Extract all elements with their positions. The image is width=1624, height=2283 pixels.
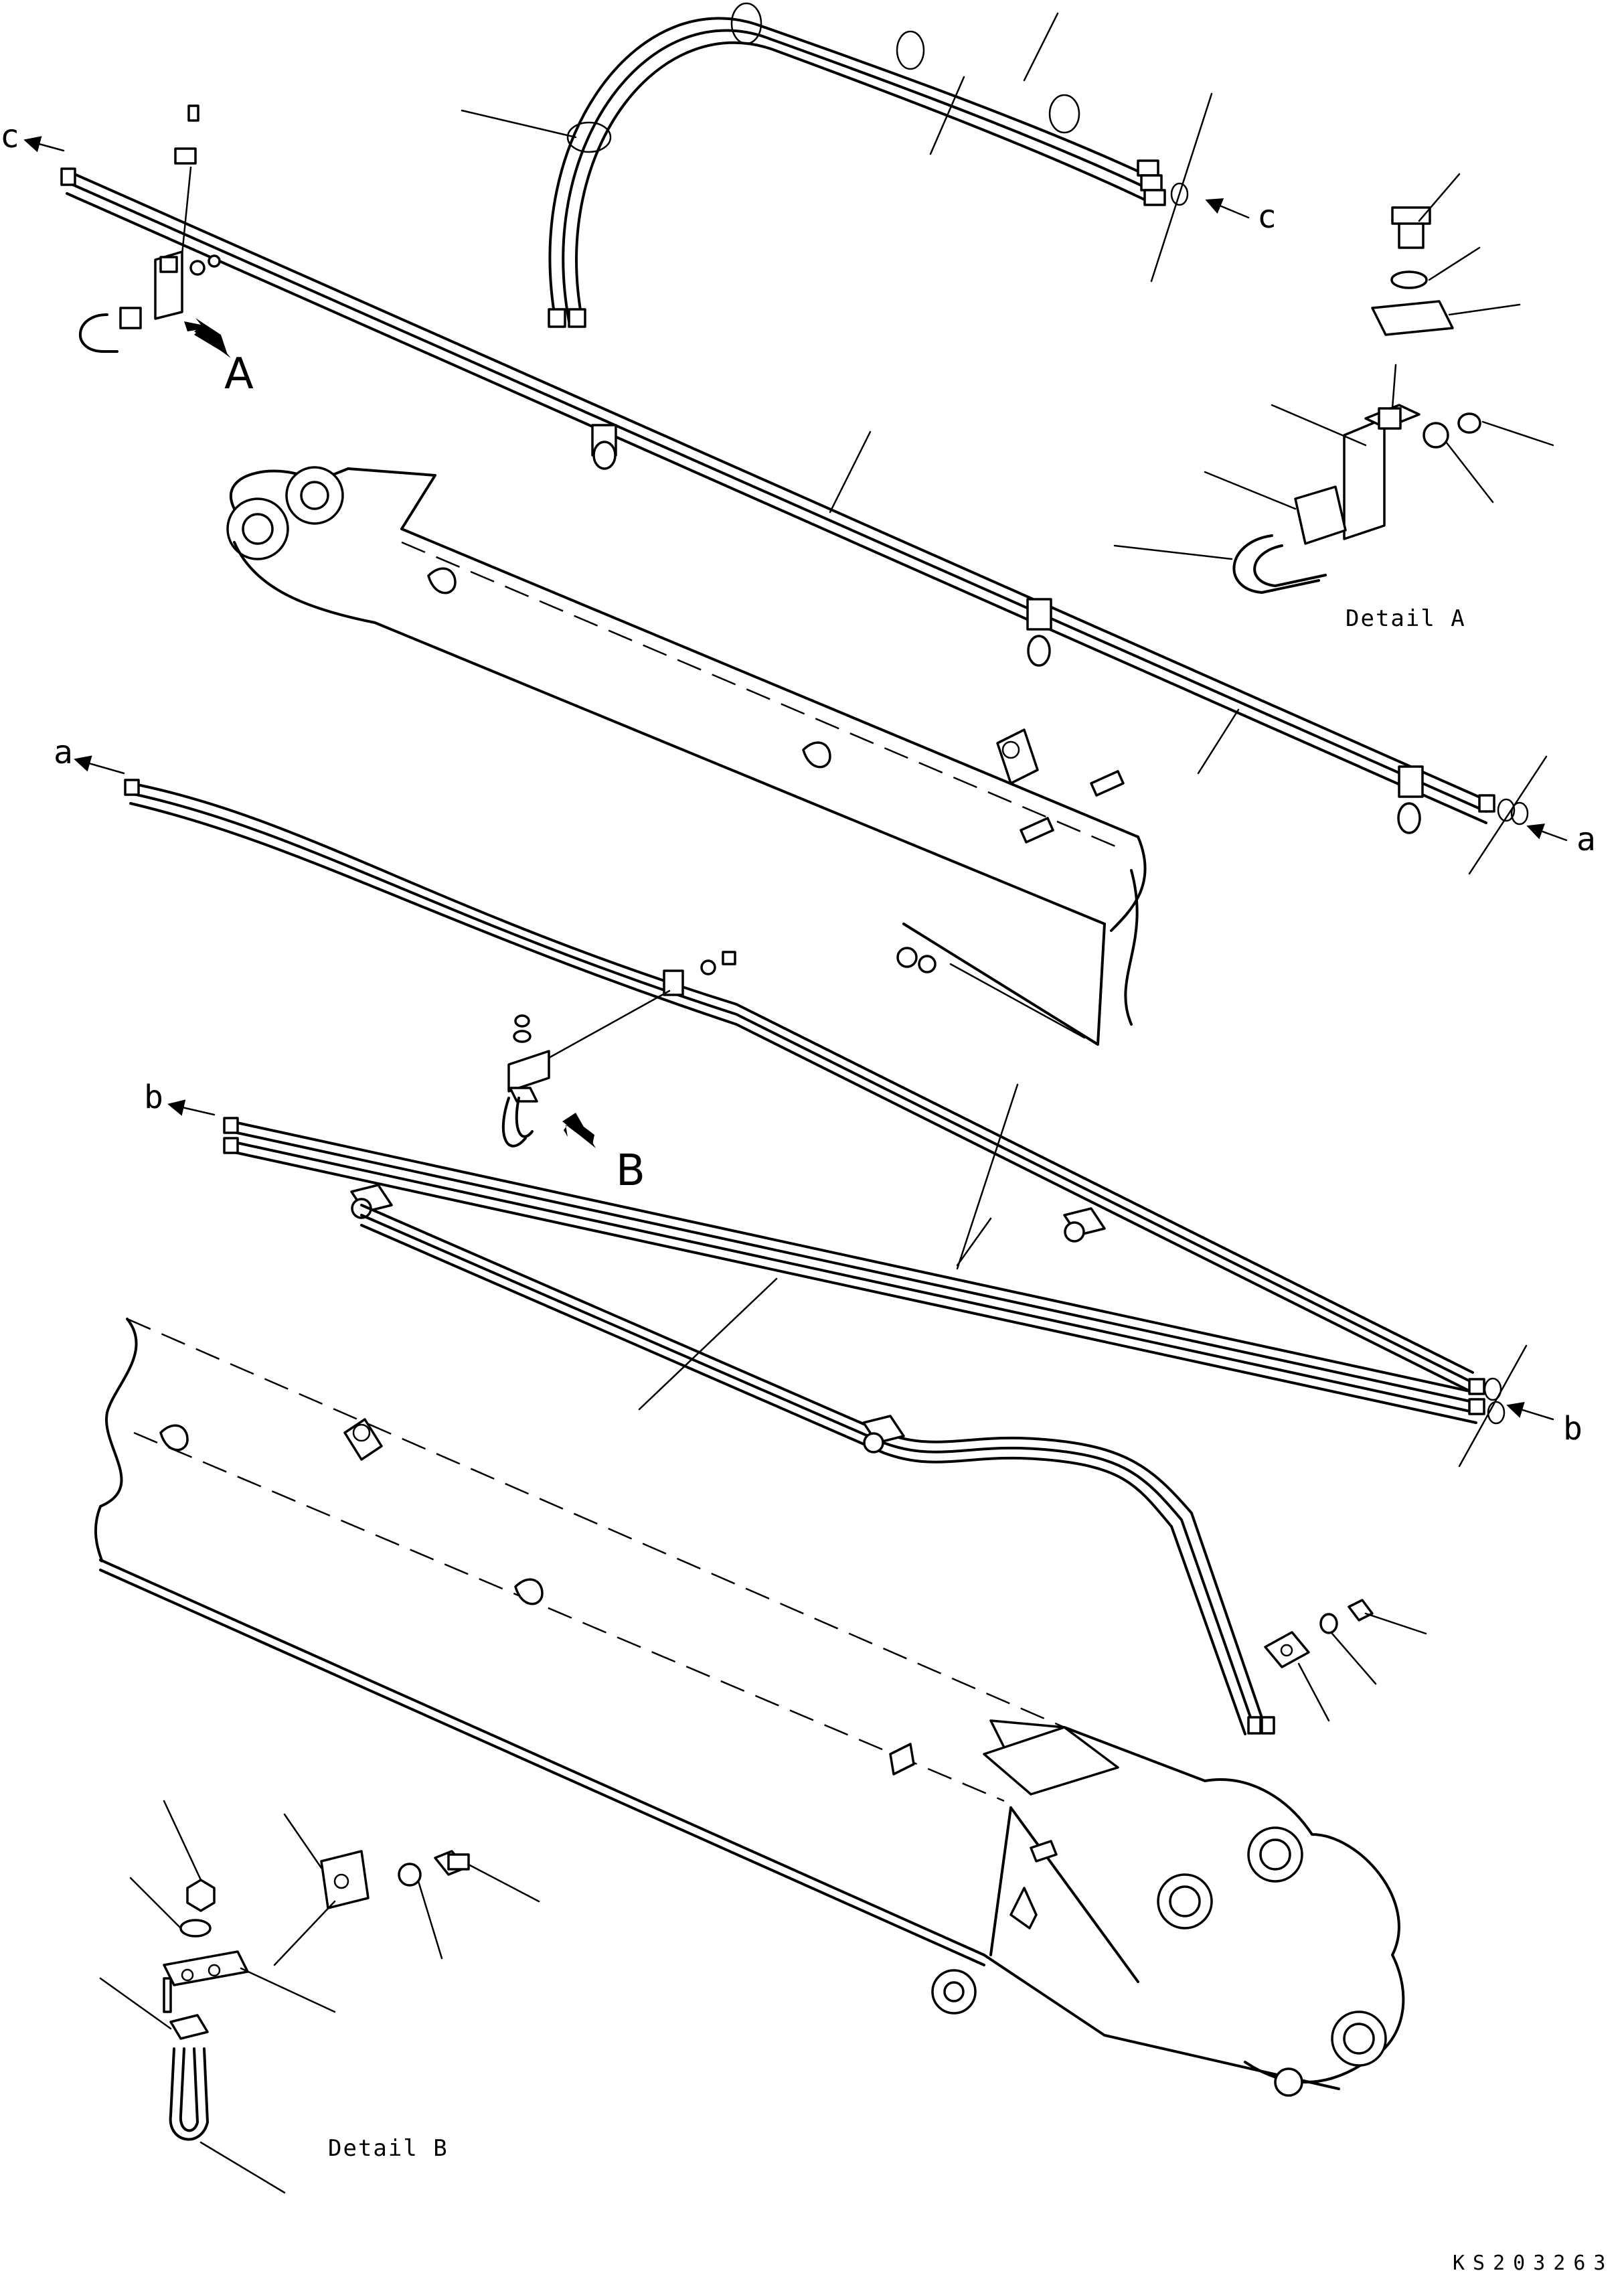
- pipe-clamp-2: [1026, 598, 1052, 667]
- marker-c-left-label: c: [0, 118, 19, 155]
- upper-bracket-assembly: [78, 104, 221, 353]
- marker-a-right-label: a: [1576, 821, 1596, 858]
- middle-pipe-set: [124, 779, 1474, 1394]
- hose-end-fittings: [1137, 159, 1166, 206]
- lower-pipe-clamp-1: [350, 1184, 393, 1219]
- arm-structure: [226, 466, 1147, 1046]
- lower-pipe-set: [223, 1117, 1528, 1468]
- detail-a-label: Detail A: [1346, 605, 1466, 632]
- boom-brackets: [159, 1418, 915, 1776]
- connection-marker-c-right: c: [1205, 198, 1277, 236]
- detail-b-label: Detail B: [328, 2135, 449, 2162]
- upper-pipe-set: [60, 167, 1548, 875]
- arm-brackets: [427, 567, 1125, 844]
- view-label-a: A: [224, 349, 254, 399]
- marker-b-right-label: b: [1563, 1410, 1582, 1447]
- pipe-clamp-3: [1397, 765, 1424, 834]
- flexible-hose-assembly: [461, 2, 1213, 328]
- connection-marker-a-right: a: [1526, 821, 1596, 858]
- detail-b-group: Detail B: [99, 1800, 540, 2194]
- boom-structure: [94, 1318, 1405, 2097]
- marker-a-left-label: a: [54, 734, 73, 771]
- connection-marker-a-left: a: [54, 734, 125, 775]
- bent-pipe-clamp: [862, 1415, 905, 1453]
- view-arrow-b: B: [562, 1113, 645, 1196]
- marker-c-right-label: c: [1257, 198, 1277, 236]
- view-arrow-a: A: [184, 318, 254, 399]
- connection-marker-c-left: c: [0, 118, 65, 155]
- pipe-clamp-1: [591, 424, 617, 470]
- lower-pipe-clamp-2: [1063, 1207, 1106, 1243]
- lower-right-clamp-parts: [1264, 1599, 1427, 1722]
- view-label-b: B: [616, 1146, 645, 1196]
- marker-b-left-label: b: [144, 1079, 163, 1116]
- middle-clamp-assembly: [501, 951, 736, 1148]
- detail-a-group: Detail A: [1113, 173, 1554, 632]
- drawing-code: KS203263: [1453, 2252, 1614, 2275]
- connection-marker-b-left: b: [144, 1079, 216, 1116]
- bent-pipe-set: [360, 1204, 1275, 1735]
- connection-marker-b-right: b: [1506, 1401, 1582, 1447]
